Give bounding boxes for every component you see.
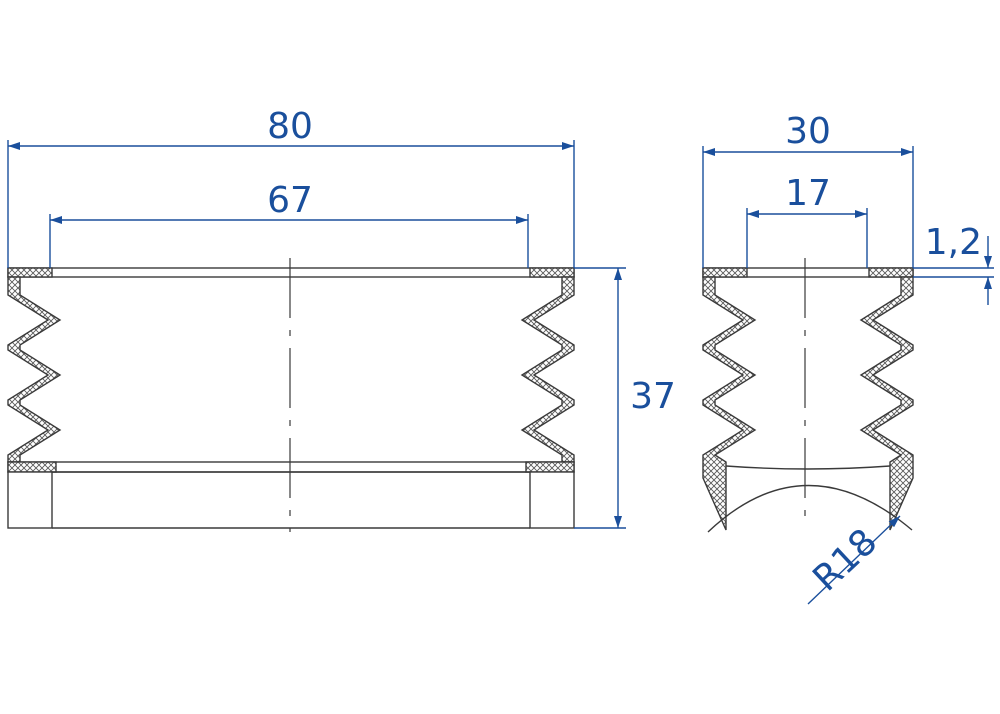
front-top-flange-hatch-left (7, 267, 53, 278)
dim-80-label: 80 (267, 106, 313, 147)
front-right-bellows (520, 276, 575, 463)
dim-r18-label: R18 (805, 521, 885, 599)
side-top-flange-hatch-right (868, 267, 914, 278)
side-top-flange-hatch-left (702, 267, 748, 278)
front-left-bellows (7, 276, 62, 463)
front-base-left (7, 471, 53, 529)
front-top-flange (7, 267, 575, 278)
dimension-lines (7, 140, 994, 605)
front-base-right (529, 471, 575, 529)
side-right-bellows (859, 276, 914, 531)
front-collar-hatch-left (7, 461, 57, 473)
dim-r18-leader (807, 515, 901, 605)
front-collar (7, 461, 575, 473)
side-saddle-arc (725, 465, 891, 470)
dim-12-label: 1,2 (925, 222, 982, 263)
side-left-bellows (702, 276, 757, 531)
dim-30-label: 30 (785, 111, 831, 152)
front-top-flange-hatch-right (529, 267, 575, 278)
dim-67-label: 67 (267, 180, 313, 221)
side-radius-arc (707, 484, 913, 533)
front-collar-hatch-right (525, 461, 575, 473)
side-view (702, 258, 914, 533)
front-view (7, 258, 575, 532)
dim-37-label: 37 (630, 376, 676, 417)
dim-17-label: 17 (785, 173, 831, 214)
